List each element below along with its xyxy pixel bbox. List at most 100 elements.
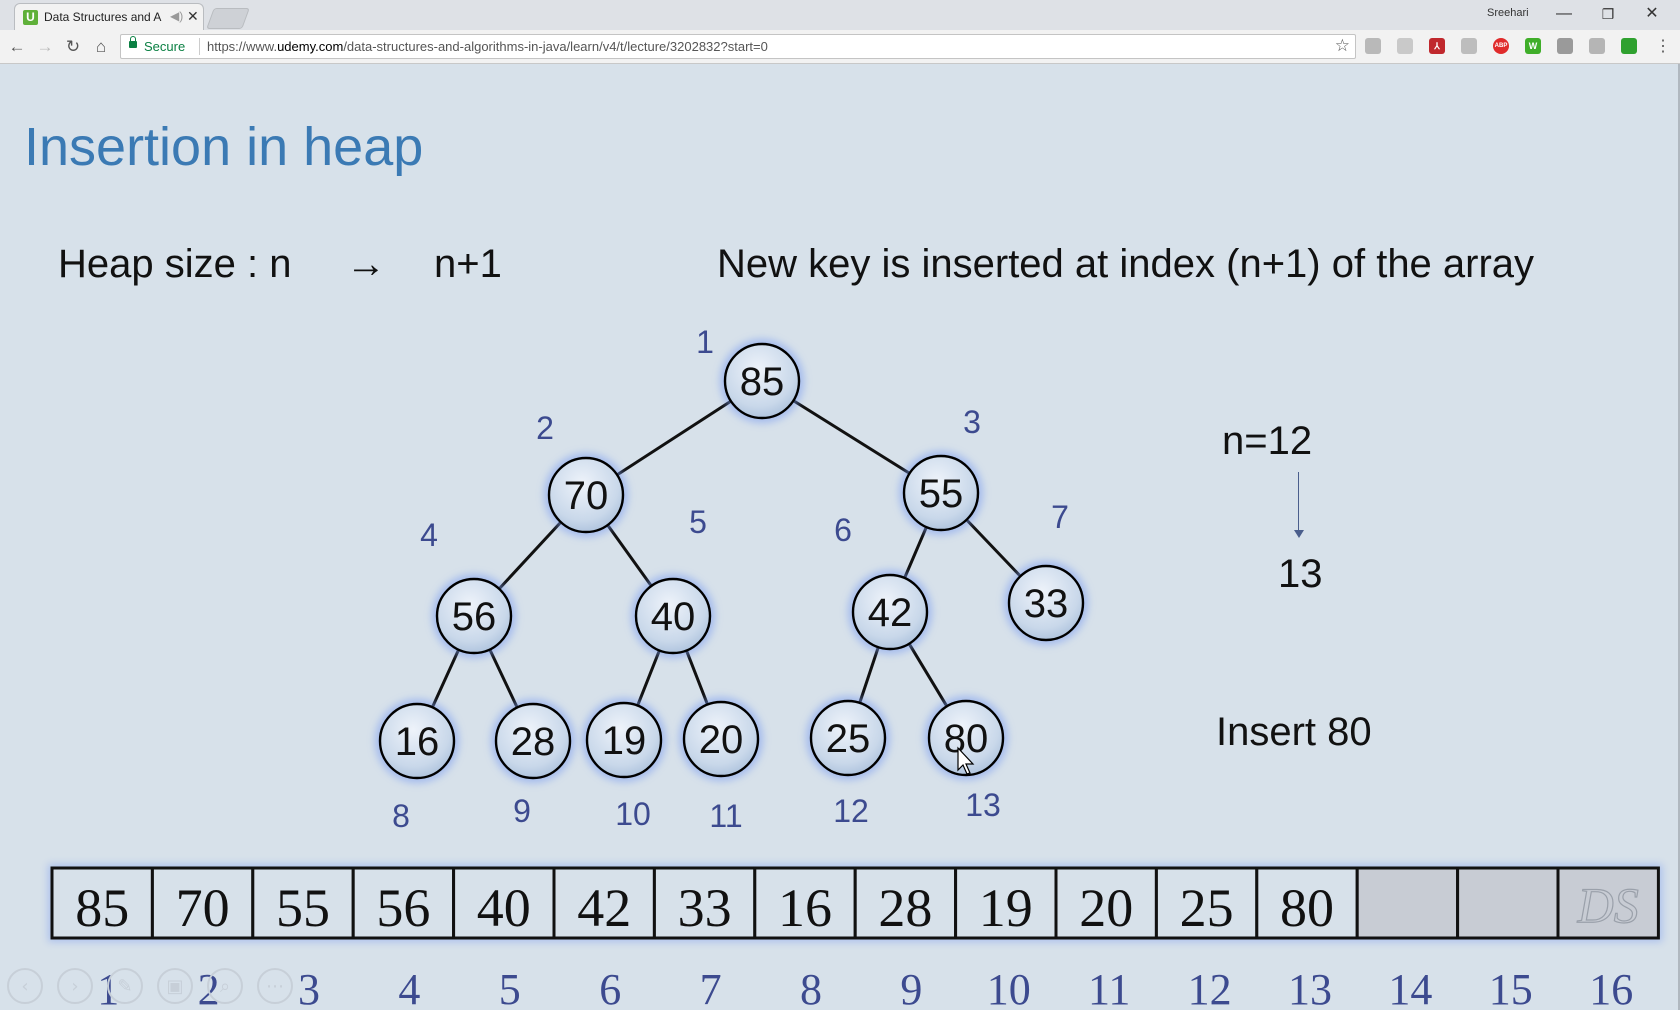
ext-puzzle-icon[interactable] — [1365, 38, 1381, 54]
forward-icon[interactable]: → — [36, 37, 54, 56]
heap-node: 25 — [806, 696, 890, 780]
node-value: 28 — [511, 720, 556, 764]
node-circle — [723, 342, 801, 420]
node-circle — [851, 573, 929, 651]
array-cell-value: 28 — [878, 878, 932, 938]
node-index: 2 — [536, 410, 554, 446]
node-circle — [902, 454, 980, 532]
back-icon[interactable]: ← — [8, 37, 26, 56]
window-close-icon[interactable]: ✕ — [1645, 5, 1659, 22]
secure-label: Secure — [144, 39, 186, 54]
heap-node: 70 — [544, 453, 628, 537]
node-value: 85 — [740, 360, 785, 404]
tree-edge — [792, 399, 911, 475]
tab-close-icon[interactable]: ✕ — [187, 8, 199, 24]
array-cell: 42 — [552, 866, 656, 940]
array-cell: 85 — [50, 866, 154, 940]
array-cell-box — [1556, 866, 1660, 940]
more-icon[interactable]: ⋯ — [257, 968, 293, 1004]
tree-edge — [606, 524, 653, 587]
control-glyph: ‹ — [21, 976, 28, 997]
reload-icon[interactable]: ↻ — [65, 37, 81, 56]
node-circle — [682, 700, 760, 778]
node-index: 11 — [709, 798, 742, 834]
array-cell — [1355, 866, 1460, 940]
array-cell-box — [351, 866, 456, 940]
array-cell-box — [251, 866, 355, 940]
n-arrow-line — [1298, 472, 1299, 532]
control-ring — [57, 968, 93, 1004]
menu-icon[interactable]: ⋮ — [1655, 38, 1671, 55]
ext-cloud-icon[interactable] — [1589, 38, 1605, 54]
node-value: 33 — [1024, 582, 1069, 626]
url-text[interactable]: https://www.udemy.com/data-structures-an… — [207, 39, 768, 54]
array-index: 10 — [987, 965, 1031, 1010]
new-key-text: New key is inserted at index (n+1) of th… — [717, 242, 1535, 286]
browser-tab[interactable]: U Data Structures and A ◀) ✕ — [14, 3, 204, 30]
new-tab-button[interactable] — [206, 8, 250, 29]
array-index: 6 — [599, 965, 621, 1010]
ext-sound-icon[interactable] — [1621, 38, 1637, 54]
node-value: 56 — [452, 595, 497, 639]
profile-name[interactable]: Sreehari — [1487, 7, 1529, 19]
zoom-icon[interactable]: ⌕ — [207, 968, 243, 1004]
control-ring — [7, 968, 43, 1004]
array-cell-box — [452, 866, 556, 940]
array-cell-box — [1054, 866, 1158, 940]
array-cell-box — [954, 866, 1058, 940]
url-scheme: https://www. — [207, 39, 278, 54]
node-circle — [585, 701, 663, 779]
restore-icon[interactable]: ❐ — [1601, 6, 1615, 22]
watermark-logo: DS — [1577, 877, 1639, 933]
node-circle — [494, 702, 572, 780]
ext-cast-icon[interactable] — [1557, 38, 1573, 54]
divider — [199, 38, 200, 55]
array-cell: 16 — [753, 866, 857, 940]
node-index: 3 — [963, 404, 981, 440]
ext-adblock-icon[interactable]: ABP — [1493, 38, 1509, 54]
array-index: 16 — [1589, 965, 1633, 1010]
ext-gray-icon[interactable] — [1397, 38, 1413, 54]
slides-icon[interactable]: ▣ — [157, 968, 193, 1004]
node-index: 6 — [834, 512, 852, 548]
array-cell-box — [1154, 866, 1259, 940]
node-value: 42 — [868, 591, 913, 635]
tree-edge — [907, 642, 949, 708]
tree-edge — [965, 518, 1022, 578]
array-cell-value: 42 — [577, 878, 631, 938]
url-path: /data-structures-and-algorithms-in-java/… — [343, 39, 768, 54]
heap-node: 16 — [375, 699, 459, 783]
pen-icon[interactable]: ✎ — [107, 968, 143, 1004]
node-index: 13 — [965, 787, 1001, 823]
node-value: 80 — [944, 717, 989, 761]
node-index: 12 — [833, 793, 869, 829]
ext-doc-icon[interactable] — [1461, 38, 1477, 54]
home-icon[interactable]: ⌂ — [95, 37, 107, 56]
tab-title: Data Structures and A — [44, 10, 162, 24]
control-ring — [157, 968, 193, 1004]
speaker-icon[interactable]: ◀) — [170, 9, 184, 23]
url-host: udemy.com — [277, 39, 344, 54]
node-value: 25 — [826, 717, 871, 761]
array-index: 3 — [298, 965, 320, 1010]
ext-pdf-icon[interactable]: ⅄ — [1429, 38, 1445, 54]
toolbar: ← → ↻ ⌂ Secure https://www.udemy.com/dat… — [0, 30, 1680, 64]
array-cell-box — [1255, 866, 1359, 940]
mouse-cursor-icon — [957, 746, 975, 775]
node-circle — [809, 699, 887, 777]
ext-w-icon[interactable]: W — [1525, 38, 1541, 54]
insert-label: Insert 80 — [1216, 710, 1372, 754]
node-index: 7 — [1051, 499, 1069, 535]
node-circle — [435, 577, 513, 655]
array-index: 11 — [1088, 965, 1130, 1010]
array-index: 8 — [800, 965, 822, 1010]
lock-icon — [129, 36, 137, 48]
scrollbar[interactable] — [1678, 64, 1680, 1010]
minimize-icon[interactable]: — — [1556, 5, 1572, 22]
address-bar[interactable]: Secure https://www.udemy.com/data-struct… — [120, 34, 1356, 59]
bookmark-star-icon[interactable]: ☆ — [1334, 36, 1350, 55]
next-slide-icon[interactable]: › — [57, 968, 93, 1004]
array-index: 9 — [900, 965, 922, 1010]
prev-slide-icon[interactable]: ‹ — [7, 968, 43, 1004]
node-value: 20 — [699, 718, 744, 762]
